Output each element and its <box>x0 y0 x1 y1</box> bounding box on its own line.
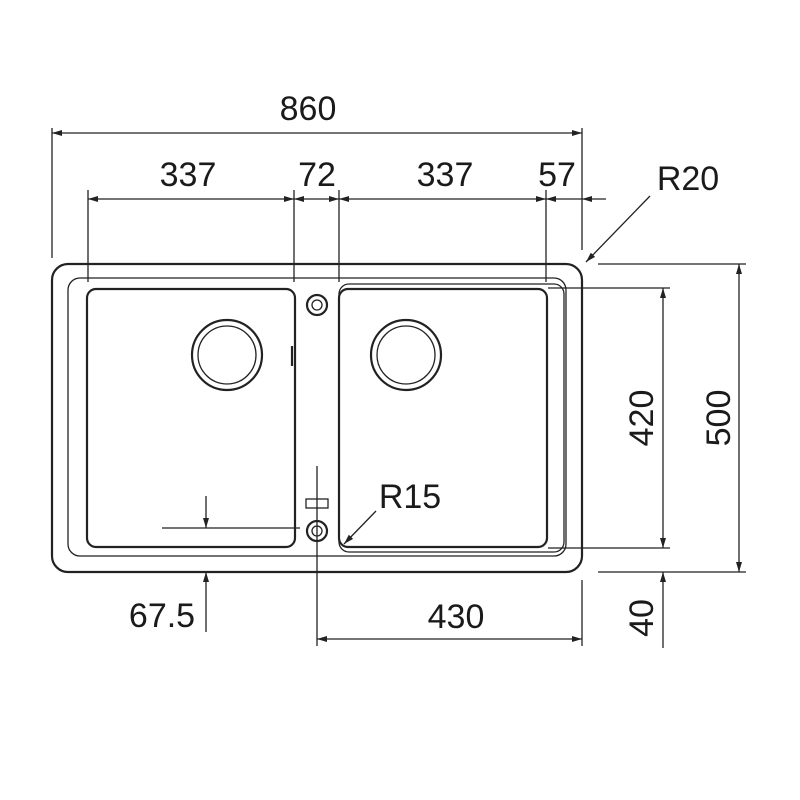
dim-label-57: 57 <box>538 156 576 194</box>
left-drain-icon <box>190 318 264 392</box>
dim-label-72: 72 <box>298 156 336 194</box>
right-bowl-rim-line <box>338 283 565 553</box>
dim-label-500: 500 <box>700 390 738 447</box>
dim-label-420: 420 <box>623 390 661 447</box>
right-drain-icon <box>369 318 443 392</box>
left-drain-inner <box>197 325 257 385</box>
leader-r20 <box>585 195 651 263</box>
dim-label-337-left: 337 <box>160 156 217 194</box>
label-r20: R20 <box>657 160 719 198</box>
dim-label-860: 860 <box>280 90 337 128</box>
dim-label-337-right: 337 <box>417 156 474 194</box>
dim-label-67-5: 67.5 <box>129 597 195 635</box>
tap-hole-inner <box>311 299 323 311</box>
dim-label-430: 430 <box>428 598 485 636</box>
leader-r15 <box>343 510 377 545</box>
label-r15: R15 <box>379 478 441 516</box>
left-bowl <box>85 287 297 549</box>
right-drain-inner <box>376 325 436 385</box>
tap-hole-icon <box>305 293 329 317</box>
right-bowl <box>337 287 549 549</box>
dim-label-40: 40 <box>623 599 661 637</box>
